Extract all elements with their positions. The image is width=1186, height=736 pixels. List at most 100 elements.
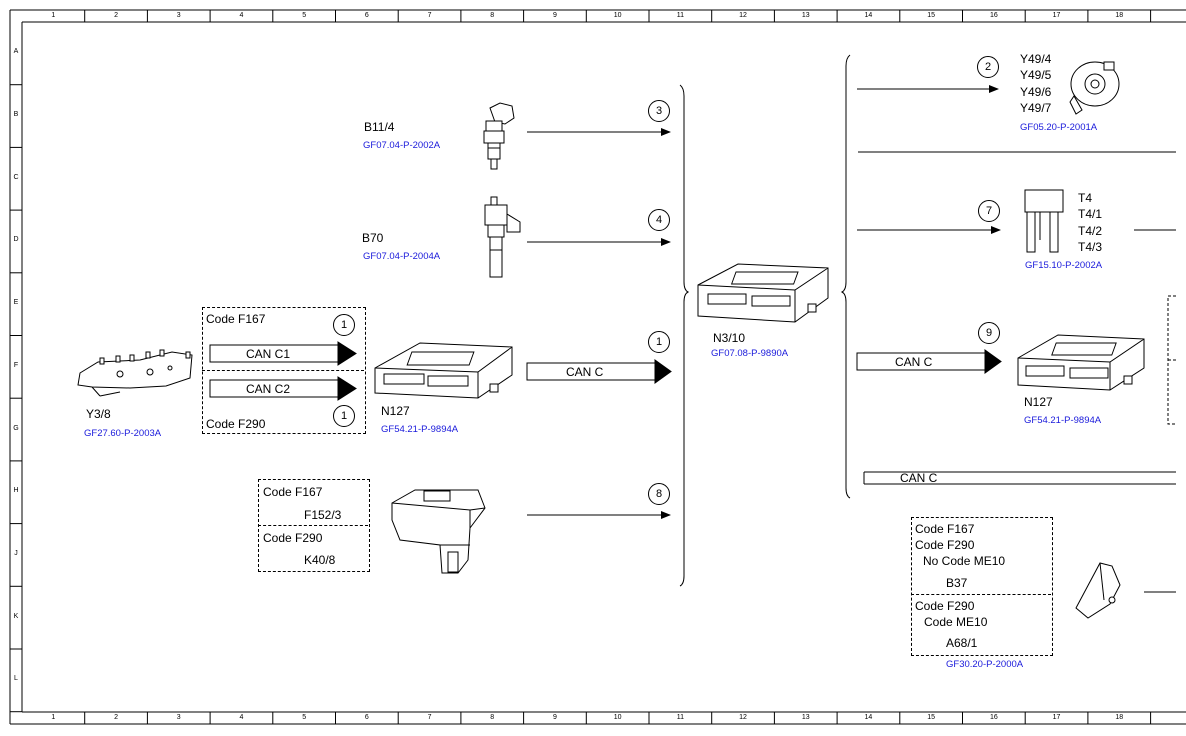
marker-2: 2 (977, 56, 999, 78)
column-number: 14 (864, 12, 873, 19)
column-number: 13 (801, 714, 810, 721)
b11-4-label: B11/4 (364, 120, 395, 134)
column-number: 10 (613, 12, 622, 19)
column-number: 15 (927, 714, 936, 721)
column-number: 16 (989, 714, 998, 721)
column-number: 18 (1115, 714, 1124, 721)
y49-label-4: Y49/7 (1020, 101, 1052, 115)
n127-left-unit-drawing (374, 342, 513, 399)
n3-10-label: N3/10 (713, 331, 746, 345)
can-c2-label: CAN C2 (246, 382, 291, 396)
y49-ref-link[interactable]: GF05.20-P-2001A (1020, 122, 1098, 133)
row-letter: C (13, 173, 19, 181)
column-number: 6 (364, 12, 369, 19)
pedal-code2: Code F290 (915, 538, 975, 552)
row-letter: H (13, 487, 19, 495)
column-number: 16 (989, 12, 998, 19)
column-number: 4 (239, 714, 244, 721)
column-number: 11 (676, 12, 684, 19)
b70-label: B70 (362, 231, 384, 245)
code-group-code2: Code F290 (263, 531, 323, 545)
marker-9: 9 (978, 322, 1000, 344)
column-number: 17 (1052, 12, 1061, 19)
n127-left-ref-link[interactable]: GF54.21-P-9894A (381, 424, 459, 435)
row-ticks (10, 84, 22, 713)
b11-4-ref-link[interactable]: GF07.04-P-2002A (363, 140, 441, 151)
column-number: 2 (114, 12, 118, 19)
y49-label-2: Y49/5 (1020, 68, 1052, 82)
row-letter: D (13, 236, 19, 244)
can-group-code-top: Code F167 (206, 312, 266, 326)
n127-left-label: N127 (381, 404, 410, 418)
can-bus-label: CAN C (900, 471, 938, 485)
column-number: 1 (51, 714, 56, 721)
marker-7: 7 (978, 200, 1000, 222)
column-number: 5 (302, 714, 307, 721)
marker-3: 3 (648, 100, 670, 122)
can-bars (209, 344, 1176, 485)
pedal-code-divider (911, 594, 1051, 595)
column-number: 17 (1052, 714, 1061, 721)
column-number: 11 (676, 714, 684, 721)
column-ticks (84, 10, 1152, 724)
row-letter: L (14, 675, 18, 683)
column-number: 8 (490, 12, 495, 19)
column-number: 4 (239, 12, 244, 19)
y49-label-1: Y49/4 (1020, 52, 1052, 66)
code-group-divider (258, 525, 368, 526)
b70-ref-link[interactable]: GF07.04-P-2004A (363, 251, 441, 262)
t4-label-1: T4 (1078, 191, 1093, 205)
column-number: 9 (552, 714, 557, 721)
marker-1-can: 1 (648, 331, 670, 353)
column-number: 2 (114, 714, 118, 721)
n127-right-unit-drawing (1017, 334, 1145, 391)
column-number: 10 (613, 714, 622, 721)
marker-4: 4 (648, 209, 670, 231)
column-number: 13 (801, 12, 810, 19)
pedal-code4: Code F290 (915, 599, 975, 613)
pedal-part1: B37 (946, 576, 968, 590)
pedal-ref-link[interactable]: GF30.20-P-2000A (946, 659, 1024, 670)
t4-label-4: T4/3 (1078, 240, 1103, 254)
pedal-code-box (911, 517, 1053, 656)
y3-8-ref-link[interactable]: GF27.60-P-2003A (84, 428, 162, 439)
column-number: 3 (176, 714, 181, 721)
column-number: 3 (176, 12, 181, 19)
t4-coil-drawing (1024, 189, 1064, 253)
n3-10-ref-link[interactable]: GF07.08-P-9890A (711, 348, 789, 359)
frame (9, 9, 1186, 725)
braces (679, 54, 851, 587)
column-number: 8 (490, 714, 495, 721)
relay-module-drawing (391, 489, 486, 574)
marker-8: 8 (648, 483, 670, 505)
column-number: 9 (552, 12, 557, 19)
n3-10-unit-drawing (697, 263, 829, 323)
column-number: 6 (364, 714, 369, 721)
code-group-part2: K40/8 (304, 553, 336, 567)
y3-8-label: Y3/8 (86, 407, 111, 421)
marker-1-bottom: 1 (333, 405, 355, 427)
row-letter: B (13, 111, 19, 119)
t4-ref-link[interactable]: GF15.10-P-2002A (1025, 260, 1103, 271)
row-letter: E (13, 299, 19, 307)
column-number: 7 (427, 714, 432, 721)
pedal-code3: No Code ME10 (923, 554, 1006, 568)
column-number: 1 (51, 12, 56, 19)
column-number: 5 (302, 12, 307, 19)
can-c-right-label: CAN C (895, 355, 933, 369)
can-arrow-heads (337, 341, 1002, 401)
pedal-code1: Code F167 (915, 522, 975, 536)
column-number: 12 (739, 714, 747, 721)
can-group-code-bottom: Code F290 (206, 417, 266, 431)
pedal-code5: Code ME10 (924, 615, 988, 629)
b70-sensor-drawing (484, 196, 521, 278)
can-c-left-label: CAN C (566, 365, 604, 379)
marker-1-top: 1 (333, 314, 355, 336)
column-number: 12 (739, 12, 747, 19)
n127-right-label: N127 (1024, 395, 1053, 409)
n127-right-ref-link[interactable]: GF54.21-P-9894A (1024, 415, 1102, 426)
column-number: 18 (1115, 12, 1124, 19)
pedal-part2: A68/1 (946, 636, 978, 650)
